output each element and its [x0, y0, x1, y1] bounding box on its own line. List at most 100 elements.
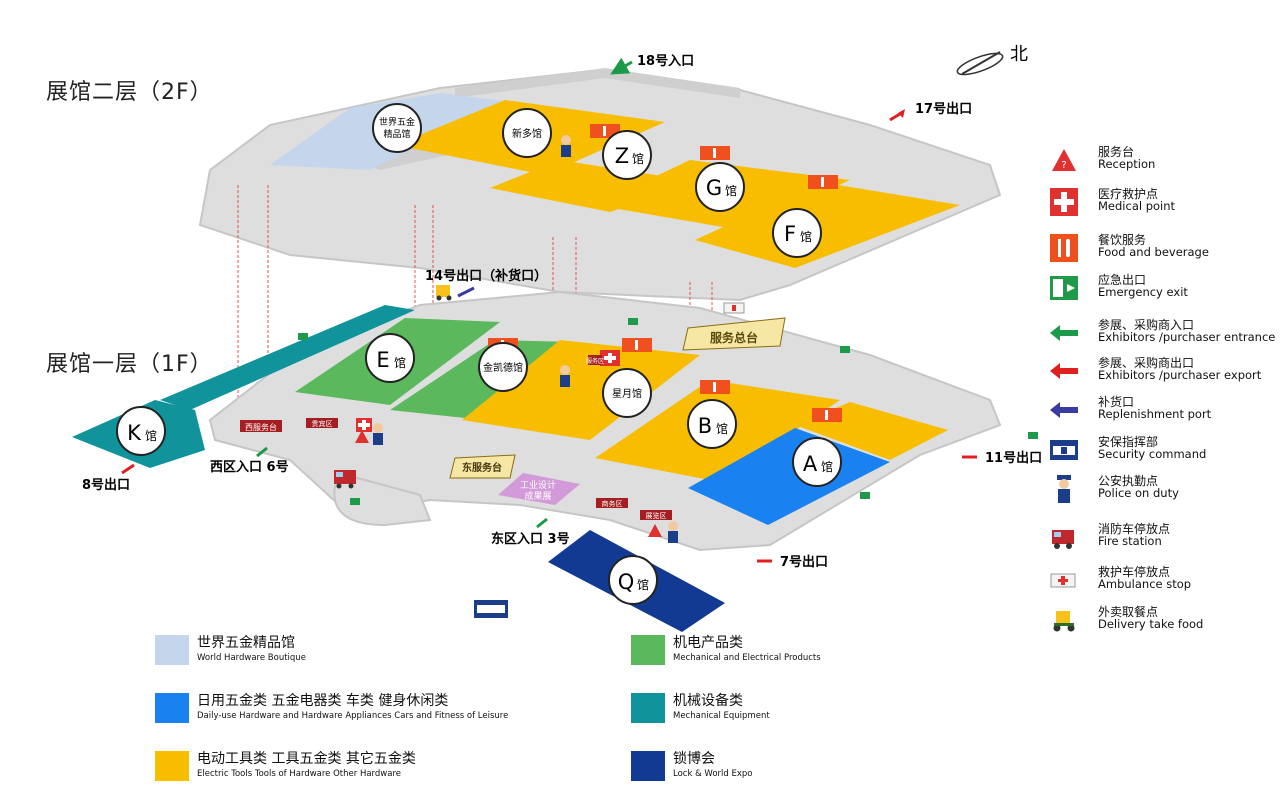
- svg-text:8号出口: 8号出口: [82, 477, 130, 493]
- emergency-exit-icon: [1048, 273, 1080, 303]
- svg-text:G: G: [706, 176, 722, 200]
- svg-text:Q: Q: [618, 570, 635, 594]
- svg-text:18号入口: 18号入口: [637, 54, 694, 69]
- emergency-exit-icon: [860, 492, 870, 499]
- police-icon: [668, 521, 678, 543]
- security-command-icon: [474, 600, 508, 618]
- gate-18[interactable]: 18号入口: [610, 54, 694, 75]
- svg-text:馆: 馆: [394, 355, 406, 370]
- emergency-exit-icon: [1028, 432, 1038, 439]
- hall-label-q[interactable]: Q 馆: [608, 555, 658, 605]
- reception-icon: ?: [1048, 145, 1080, 175]
- hall-label-a[interactable]: A 馆: [792, 437, 842, 487]
- food-icon: [808, 175, 838, 189]
- reception-icon: [355, 430, 369, 443]
- gate-8[interactable]: 8号出口: [82, 463, 135, 493]
- svg-text:世界五金: 世界五金: [379, 116, 415, 128]
- svg-text:精品馆: 精品馆: [383, 128, 410, 140]
- hall-label-k[interactable]: K 馆: [116, 406, 166, 456]
- svg-text:11号出口: 11号出口: [985, 450, 1042, 466]
- police-icon: [560, 365, 570, 387]
- hall-label-jinkaide[interactable]: 金凯德馆: [478, 342, 528, 392]
- police-icon: [561, 135, 571, 157]
- emergency-exit-icon: [628, 318, 638, 325]
- side-area-d: 服务区: [586, 355, 604, 365]
- police-icon: [373, 423, 383, 445]
- service-desk-main[interactable]: 服务总台: [682, 317, 786, 351]
- svg-text:工业设计: 工业设计: [520, 479, 556, 491]
- gate-west-6[interactable]: 西区入口 6号: [210, 446, 289, 475]
- side-area-b: 商务区: [596, 498, 628, 508]
- hall-label-world-boutique[interactable]: 世界五金 精品馆: [372, 103, 422, 153]
- medical-icon: [600, 350, 620, 366]
- gate-14[interactable]: 14号出口（补货口）: [425, 268, 547, 298]
- hall-label-z[interactable]: Z 馆: [602, 130, 652, 180]
- hall-label-xingyue[interactable]: 星月馆: [602, 368, 652, 418]
- svg-text:贵宾区: 贵宾区: [312, 419, 333, 428]
- police-icon: [1048, 474, 1080, 504]
- machinery-corridor: [160, 305, 415, 410]
- security-command-icon: [1048, 435, 1080, 465]
- gate-11[interactable]: 11号出口: [962, 450, 1042, 466]
- service-desk-east[interactable]: 东服务台: [449, 454, 516, 479]
- svg-text:馆: 馆: [800, 229, 812, 244]
- svg-text:西区入口 6号: 西区入口 6号: [210, 460, 289, 475]
- food-icon: [590, 124, 620, 138]
- svg-text:B: B: [698, 414, 712, 438]
- svg-text:馆: 馆: [632, 151, 644, 166]
- ambulance-icon: [723, 302, 745, 314]
- emergency-exit-icon: [350, 498, 360, 505]
- svg-text:?: ?: [1061, 160, 1066, 171]
- floor-2f: [198, 68, 1002, 302]
- svg-text:商务区: 商务区: [602, 499, 623, 508]
- entrance-arrow-icon: [1048, 318, 1080, 348]
- floor-1f-title: 展馆一层（1F）: [46, 352, 213, 377]
- export-arrow-icon: [1048, 356, 1080, 386]
- emergency-exit-icon: [298, 333, 308, 340]
- food-icon: [700, 380, 730, 394]
- svg-text:馆: 馆: [145, 428, 157, 443]
- svg-text:7号出口: 7号出口: [780, 554, 828, 570]
- svg-text:E: E: [376, 348, 389, 372]
- svg-text:馆: 馆: [725, 183, 737, 198]
- medical-icon: [1048, 187, 1080, 217]
- svg-text:北: 北: [1010, 44, 1028, 65]
- hall-f-block[interactable]: [695, 182, 960, 268]
- svg-text:西服务台: 西服务台: [245, 422, 277, 432]
- svg-text:馆: 馆: [716, 421, 728, 436]
- gate-7[interactable]: 7号出口: [757, 554, 828, 570]
- svg-text:服务区: 服务区: [586, 357, 604, 365]
- hall-xingyue-block[interactable]: [462, 340, 700, 440]
- svg-text:馆: 馆: [821, 459, 833, 474]
- gate-17[interactable]: 17号出口: [889, 101, 972, 122]
- hall-label-b[interactable]: B 馆: [687, 399, 737, 449]
- west-desk[interactable]: 西服务台: [240, 420, 282, 432]
- emergency-exit-icon: [840, 346, 850, 353]
- floor-1f: [72, 285, 1038, 632]
- hall-label-f[interactable]: F 馆: [772, 208, 822, 258]
- hall-label-g[interactable]: G 馆: [695, 162, 745, 212]
- svg-text:14号出口（补货口）: 14号出口（补货口）: [425, 268, 547, 284]
- medical-icon: [356, 418, 372, 432]
- industrial-design-area[interactable]: 工业设计 成果展: [498, 473, 580, 505]
- reception-icon: [648, 524, 662, 537]
- svg-text:成果展: 成果展: [524, 490, 551, 502]
- svg-text:东服务台: 东服务台: [462, 461, 502, 474]
- svg-text:A: A: [803, 452, 818, 476]
- hall-label-e[interactable]: E 馆: [365, 333, 415, 383]
- gate-east-3[interactable]: 东区入口 3号: [491, 517, 570, 547]
- hall-label-xinduo[interactable]: 新多馆: [502, 108, 552, 158]
- food-icon: [700, 146, 730, 160]
- floor-2f-title: 展馆二层（2F）: [46, 80, 213, 105]
